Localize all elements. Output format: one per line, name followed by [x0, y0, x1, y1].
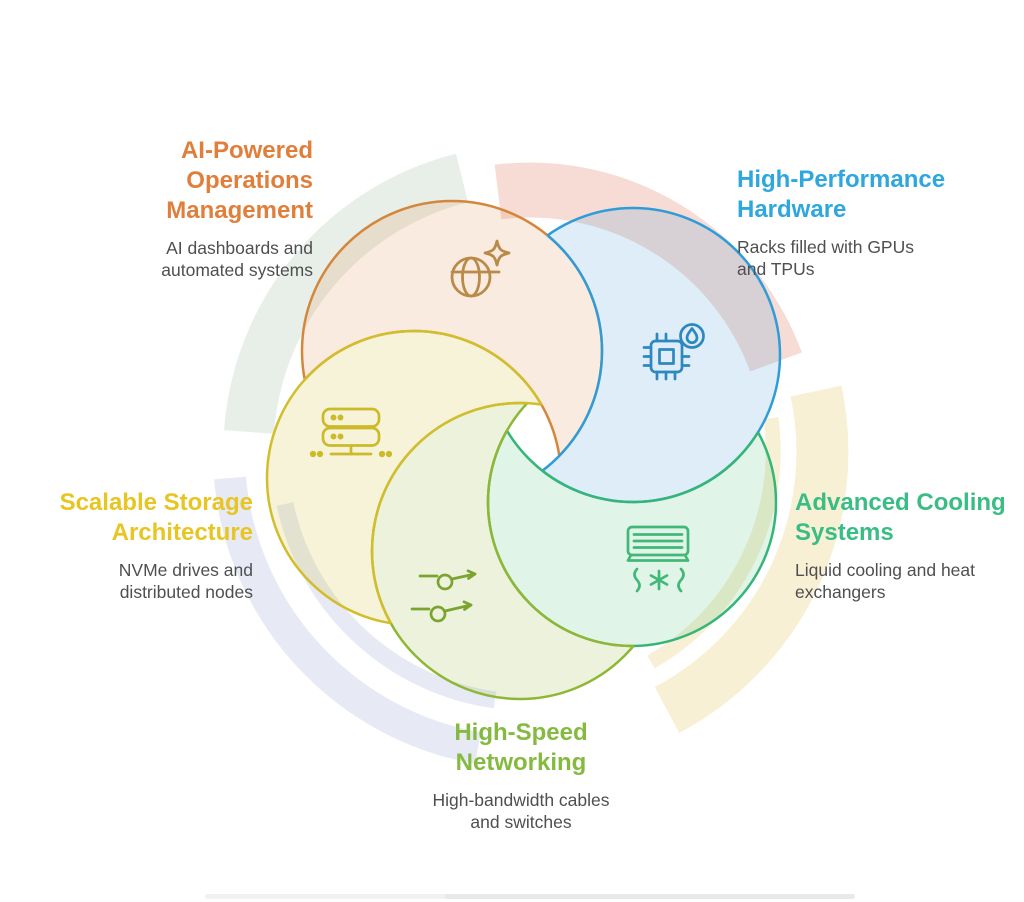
- title-line: Architecture: [111, 519, 253, 546]
- air-conditioner-icon: [626, 525, 690, 593]
- title-line: Operations: [186, 167, 313, 194]
- server-stack-icon: [309, 407, 393, 458]
- section-title: Scalable Storage Architecture: [13, 488, 253, 548]
- title-line: Networking: [455, 749, 587, 776]
- label-ai-ops: AI-Powered Operations Management AI dash…: [63, 136, 313, 281]
- label-hardware: High-Performance Hardware Racks filled w…: [737, 165, 977, 280]
- title-line: High-Performance: [737, 166, 946, 193]
- swoosh-lavender-arc-inner: [276, 502, 497, 709]
- title-line: Scalable Storage: [59, 489, 253, 516]
- label-cooling: Advanced Cooling Systems Liquid cooling …: [795, 488, 1020, 603]
- globe-sparkle-icon: [450, 239, 511, 298]
- section-title: High-Speed Networking: [381, 718, 661, 778]
- swoosh-sage-arc: [224, 153, 469, 435]
- network-arrows-icon: [410, 569, 477, 623]
- circle-storage: [265, 329, 670, 701]
- title-line: Systems: [795, 519, 894, 546]
- bottom-scroll-bar: [205, 894, 855, 899]
- section-title: Advanced Cooling Systems: [795, 488, 1020, 548]
- section-desc: High-bandwidth cables and switches: [432, 790, 610, 832]
- swoosh-lavender-arc-outer: [214, 476, 481, 764]
- bottom-scroll-bar-segment: [445, 894, 855, 899]
- background-swooshes: [214, 153, 849, 764]
- section-desc: Racks filled with GPUs and TPUs: [737, 237, 914, 279]
- title-line: AI-Powered: [180, 137, 313, 164]
- swoosh-yellow-arc-inner: [647, 416, 781, 669]
- label-storage: Scalable Storage Architecture NVMe drive…: [13, 488, 253, 603]
- swoosh-yellow-arc-outer: [654, 385, 849, 733]
- chip-refresh-icon: [642, 323, 705, 381]
- title-line: Hardware: [737, 196, 847, 223]
- title-line: Advanced Cooling: [795, 489, 1006, 516]
- section-title: AI-Powered Operations Management: [63, 136, 313, 226]
- label-networking: High-Speed Networking High-bandwidth cab…: [381, 718, 661, 833]
- title-line: High-Speed: [454, 719, 588, 746]
- section-desc: NVMe drives and distributed nodes: [118, 560, 253, 602]
- section-desc: Liquid cooling and heat exchangers: [795, 560, 976, 602]
- title-line: Management: [166, 197, 313, 224]
- section-desc: AI dashboards and automated systems: [161, 238, 313, 280]
- swoosh-pink-arc: [494, 162, 802, 372]
- section-title: High-Performance Hardware: [737, 165, 977, 225]
